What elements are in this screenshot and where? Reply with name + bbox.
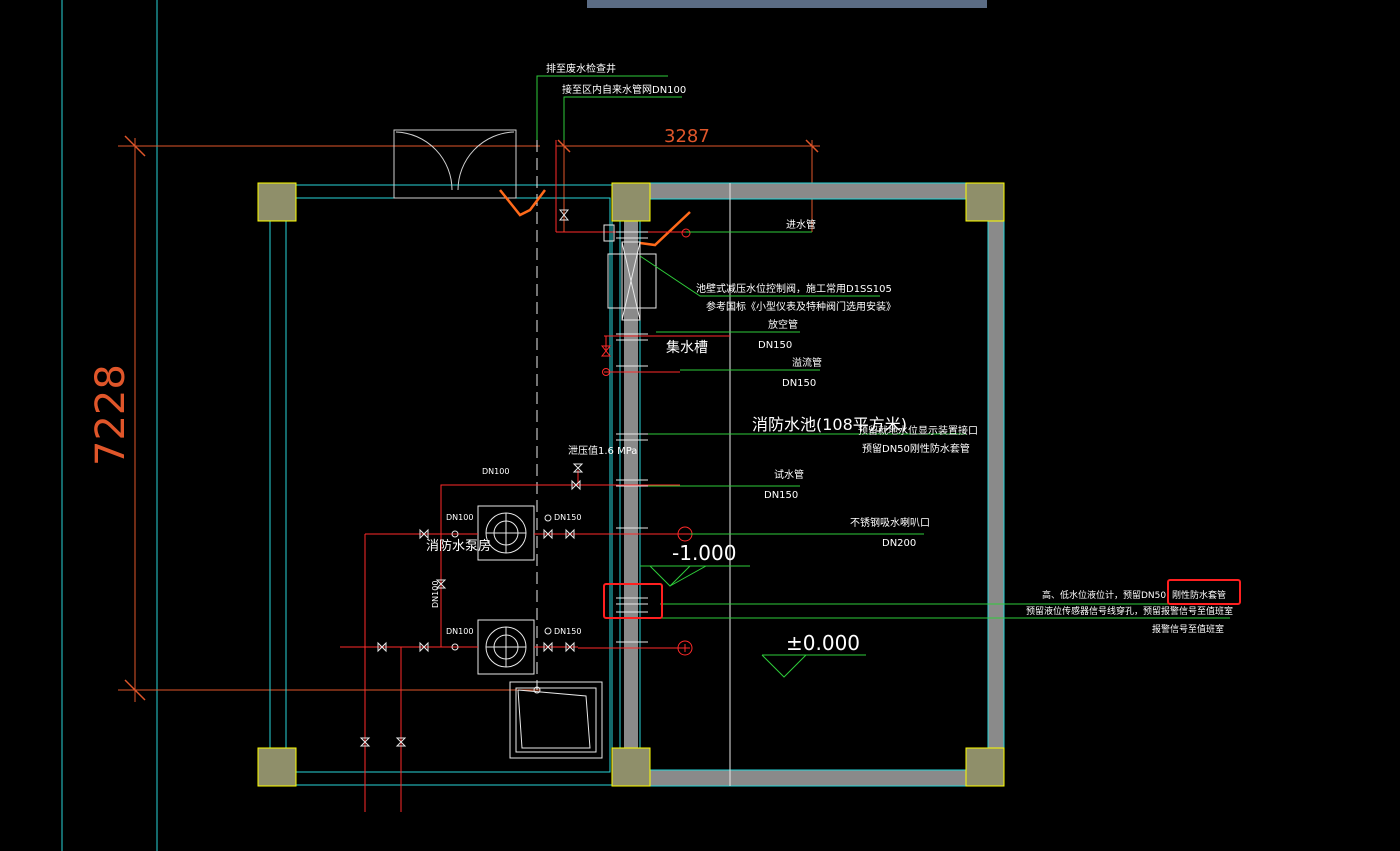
label-drain-to-well: 排至废水检查井 bbox=[546, 62, 616, 75]
label-suction-port: 不锈钢吸水喇叭口 bbox=[850, 516, 930, 529]
label-elevation-zero: ±0.000 bbox=[786, 631, 860, 655]
label-level-gauge-b: 刚性防水套管 bbox=[1172, 589, 1226, 601]
dimension-horizontal-text: 3287 bbox=[664, 126, 710, 147]
vertical-dimension: 7228 bbox=[88, 135, 540, 702]
pump-upper bbox=[477, 505, 535, 561]
float-valve bbox=[607, 241, 657, 321]
top-bar bbox=[587, 0, 987, 8]
label-test-dn: DN150 bbox=[764, 490, 798, 501]
label-pump-room: 消防水泵房 bbox=[426, 538, 491, 554]
sump-pit bbox=[509, 681, 603, 759]
label-reserve-dn50: 预留DN50刚性防水套管 bbox=[862, 442, 970, 455]
label-pump-dn100-b: DN100 bbox=[446, 627, 473, 636]
label-drain-pipe: 放空管 bbox=[768, 318, 798, 331]
label-elevation-minus: -1.000 bbox=[672, 541, 736, 565]
label-test-pipe: 试水管 bbox=[774, 468, 804, 481]
label-inlet-pipe: 进水管 bbox=[786, 218, 816, 231]
label-dn100-vertical: DN100 bbox=[431, 581, 440, 608]
valves bbox=[359, 463, 584, 747]
label-float-valve-ref: 参考国标《小型仪表及特种阀门选用安装》 bbox=[706, 300, 896, 313]
label-pool-name: 消防水池(108平方米) bbox=[752, 415, 907, 434]
label-drain-dn: DN150 bbox=[758, 340, 792, 351]
highlight-box-label bbox=[1167, 579, 1241, 605]
label-alarm-to-duty: 报警信号至值班室 bbox=[1152, 623, 1224, 635]
columns bbox=[257, 182, 1005, 787]
label-overflow-dn: DN150 bbox=[782, 378, 816, 389]
label-level-sensor: 预留液位传感器信号线穿孔，预留报警信号至值班室 bbox=[1026, 605, 1233, 617]
door bbox=[393, 129, 517, 199]
dimension-vertical-text: 7228 bbox=[88, 364, 134, 466]
label-level-gauge-a: 高、低水位液位计，预留DN50 bbox=[1042, 589, 1166, 601]
label-dn100-top: DN100 bbox=[482, 467, 509, 476]
label-level-display: 预留就地水位显示装置接口 bbox=[858, 424, 978, 437]
label-overflow-pipe: 溢流管 bbox=[792, 356, 822, 369]
label-pump-dn150-a: DN150 bbox=[554, 513, 581, 522]
label-pump-dn100-a: DN100 bbox=[446, 513, 473, 522]
label-pressure: 泄压值1.6 MPa bbox=[568, 444, 637, 457]
label-suction-dn: DN200 bbox=[882, 538, 916, 549]
label-city-water: 接至区内自来水管网DN100 bbox=[562, 83, 686, 96]
leader-lines bbox=[536, 75, 1230, 619]
label-pump-dn150-b: DN150 bbox=[554, 627, 581, 636]
pool-pipes bbox=[578, 335, 730, 656]
label-float-valve: 池壁式减压水位控制阀，施工常用D1SS105 bbox=[696, 282, 892, 295]
elevation-marks bbox=[640, 565, 866, 678]
pump-lower bbox=[477, 619, 535, 675]
highlight-box-sleeve bbox=[603, 583, 663, 619]
horizontal-dimension: 3287 bbox=[556, 126, 820, 232]
label-sump: 集水槽 bbox=[666, 339, 708, 356]
